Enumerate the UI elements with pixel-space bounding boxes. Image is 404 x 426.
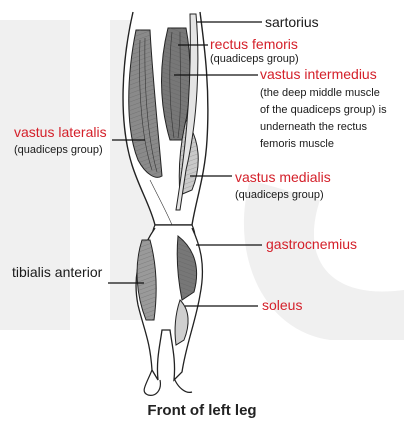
label-vastus-medialis: vastus medialis [235, 169, 331, 185]
label-vastus-medialis-group: (quadiceps group) [235, 188, 324, 202]
label-vastus-lateralis-group: (quadiceps group) [14, 143, 103, 157]
label-rectus-femoris-group: (quadiceps group) [210, 52, 299, 66]
label-vastus-intermedius: vastus intermedius [260, 66, 377, 82]
label-vastus-intermedius-note-2: of the quadiceps group) is [260, 103, 387, 117]
label-vastus-intermedius-note-1: (the deep middle muscle [260, 86, 380, 100]
label-soleus: soleus [262, 297, 302, 313]
label-rectus-femoris: rectus femoris [210, 36, 298, 52]
label-vastus-intermedius-note-3: underneath the rectus [260, 120, 367, 134]
label-vastus-lateralis: vastus lateralis [14, 124, 107, 140]
label-vastus-intermedius-note-4: femoris muscle [260, 137, 334, 151]
label-tibialis-anterior: tibialis anterior [12, 264, 102, 280]
foot [144, 370, 192, 395]
caption: Front of left leg [0, 402, 404, 419]
label-sartorius: sartorius [265, 14, 319, 30]
label-gastrocnemius: gastrocnemius [266, 236, 357, 252]
